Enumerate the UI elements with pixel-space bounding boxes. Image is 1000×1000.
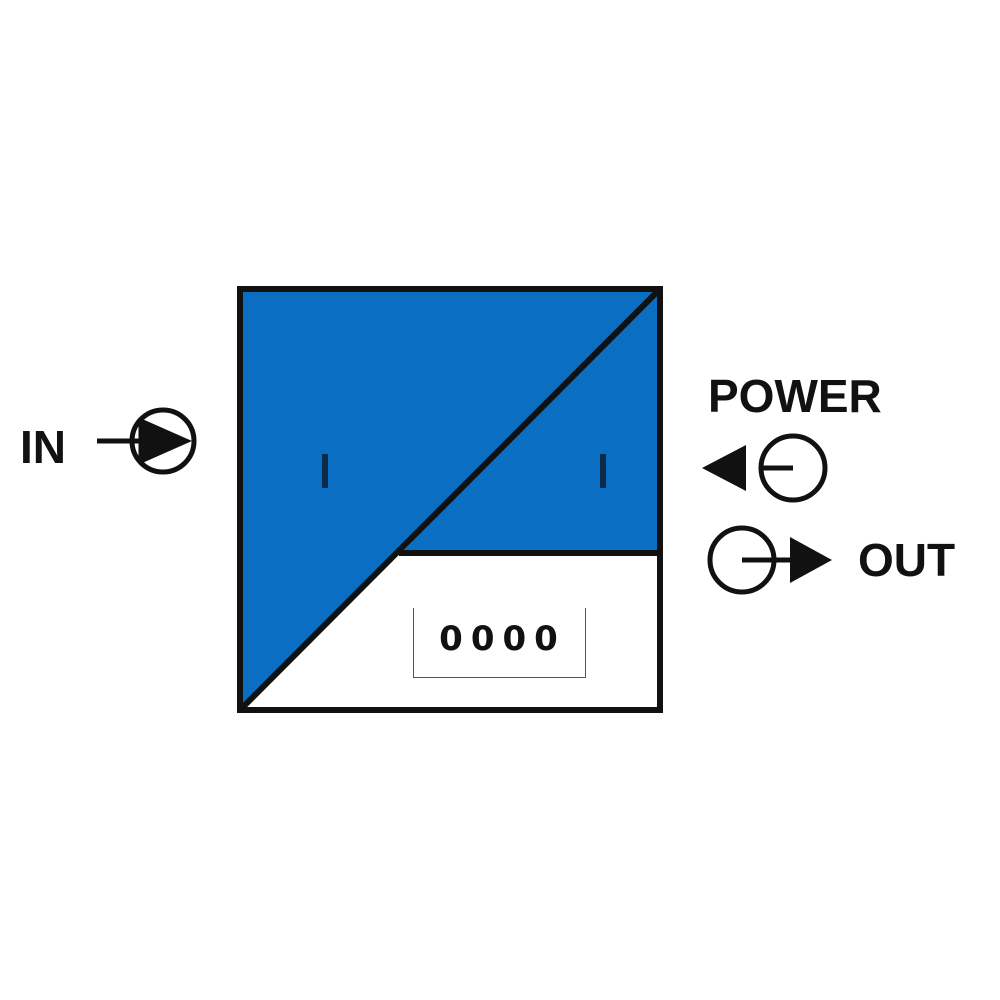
input-arrow-into-circle-icon <box>97 407 197 475</box>
diagonal-divider <box>237 286 663 713</box>
left-marker-bar <box>322 454 328 488</box>
input-label: IN <box>20 421 66 473</box>
counter-value: 0000 <box>439 619 566 659</box>
output-label: OUT <box>858 534 956 586</box>
module-box <box>237 286 663 713</box>
power-label: POWER <box>708 370 882 422</box>
right-marker-bar <box>600 454 606 488</box>
output-arrow-out-of-circle-icon <box>707 525 832 595</box>
power-arrow-out-of-circle-icon <box>702 433 828 503</box>
counter-display: 0000 <box>413 608 586 678</box>
white-display-region <box>240 553 660 710</box>
module-border <box>237 286 663 713</box>
